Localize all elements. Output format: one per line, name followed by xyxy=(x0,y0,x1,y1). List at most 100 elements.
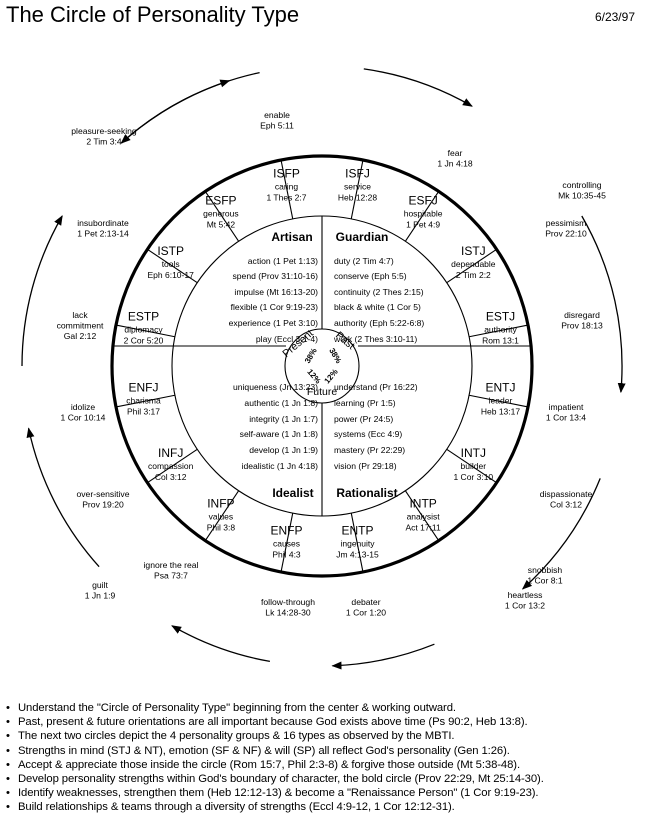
notes-list: Understand the "Circle of Personality Ty… xyxy=(6,701,642,815)
type-divider xyxy=(404,490,440,541)
guardian-trait: authority (Eph 5:22-6:8) xyxy=(334,318,424,328)
type-trait: caring xyxy=(275,181,298,191)
type-code: ISTP xyxy=(157,244,184,258)
idealist-trait: uniqueness (Jn 13:23) xyxy=(233,382,318,392)
note-item: Understand the "Circle of Personality Ty… xyxy=(6,701,642,715)
weakness-text: snobbish xyxy=(528,565,563,575)
rationalist-trait: learning (Pr 1:5) xyxy=(334,398,396,408)
type-ref: Phil 3:8 xyxy=(207,522,236,532)
type-trait: builder xyxy=(461,461,487,471)
type-trait: service xyxy=(344,181,371,191)
weakness-text: guilt xyxy=(92,580,108,590)
idealist-trait: idealistic (1 Jn 4:18) xyxy=(242,461,319,471)
type-ref: Phil 3:17 xyxy=(127,407,160,417)
note-item: The next two circles depict the 4 person… xyxy=(6,729,642,743)
arrow-arc xyxy=(331,643,435,670)
type-ref: 1 Pet 4:9 xyxy=(406,220,440,230)
type-divider xyxy=(404,191,440,242)
type-trait: generous xyxy=(203,209,238,219)
note-item: Identify weaknesses, strengthen them (He… xyxy=(6,786,642,800)
arrow-arc xyxy=(521,478,601,590)
time-future-label: Future xyxy=(307,386,338,398)
weakness-text: pessimism xyxy=(546,218,587,228)
type-ref: Act 17:11 xyxy=(405,522,441,532)
type-ref: Col 3:12 xyxy=(155,472,187,482)
weakness-text: over-sensitive xyxy=(76,489,129,499)
weakness-text: insubordinate xyxy=(77,218,129,228)
type-trait: causes xyxy=(273,539,300,549)
weakness-ref: Psa 73:7 xyxy=(154,571,188,581)
type-ref: Rom 13:1 xyxy=(482,335,519,345)
weakness-text: pleasure-seeking xyxy=(71,126,137,136)
type-trait: charisma xyxy=(126,396,161,406)
type-ref: Eph 6:10-17 xyxy=(148,270,195,280)
type-ref: Mt 5:42 xyxy=(207,220,236,230)
idealist-trait: develop (1 Jn 1:9) xyxy=(249,445,318,455)
outer-bold-circle xyxy=(110,154,534,578)
type-trait: leader xyxy=(489,396,513,406)
type-divider xyxy=(204,191,240,242)
type-code: ENFP xyxy=(270,524,302,538)
guardian-trait: conserve (Eph 5:5) xyxy=(334,271,407,281)
guardian-trait: work (2 Thes 3:10-11) xyxy=(333,334,417,344)
type-divider xyxy=(204,490,240,541)
weakness-ref: 2 Tim 3:4 xyxy=(86,137,122,147)
note-item: Accept & appreciate those inside the cir… xyxy=(6,758,642,772)
weakness-text: heartless xyxy=(508,590,543,600)
weakness-text-2: commitment xyxy=(57,321,104,331)
weakness-text: lack xyxy=(72,310,88,320)
type-trait: ingenuity xyxy=(340,539,375,549)
weakness-ref: 1 Cor 13:4 xyxy=(546,413,586,423)
weakness-ref: Col 3:12 xyxy=(550,500,582,510)
type-divider xyxy=(147,448,198,484)
type-ref: 1 Cor 3:10 xyxy=(453,472,493,482)
guardian-trait: continuity (2 Thes 2:15) xyxy=(334,287,424,297)
weakness-ref: Prov 18:13 xyxy=(561,321,603,331)
type-divider xyxy=(350,159,364,219)
group-traits: action (1 Pet 1:13)spend (Prov 31:10-16)… xyxy=(229,256,425,471)
type-trait: dependable xyxy=(451,259,496,269)
type-trait: analysist xyxy=(407,511,441,521)
type-divider xyxy=(147,248,198,284)
rationalist-trait: systems (Ecc 4:9) xyxy=(334,429,402,439)
weakness-ref: 1 Cor 8:1 xyxy=(527,576,563,586)
weakness-text: follow-through xyxy=(261,597,315,607)
arrow-arc xyxy=(171,625,271,663)
page-title: The Circle of Personality Type xyxy=(6,2,300,27)
arrow-arc xyxy=(581,215,626,394)
type-code: ENTP xyxy=(341,524,373,538)
type-divider xyxy=(280,513,294,573)
weakness-ref: Mk 10:35-45 xyxy=(558,191,606,201)
weakness-text: disregard xyxy=(564,310,600,320)
arrow-arc xyxy=(26,427,100,568)
weakness-text: dispassionate xyxy=(540,489,593,499)
weakness-text: enable xyxy=(264,110,290,120)
arrow-arc xyxy=(21,215,63,367)
artisan-trait: experience (1 Pet 3:10) xyxy=(229,318,318,328)
type-code: ESTP xyxy=(128,309,159,323)
note-item: Strengths in mind (STJ & NT), emotion (S… xyxy=(6,744,642,758)
type-divider xyxy=(350,513,364,573)
weakness-text: impatient xyxy=(549,402,584,412)
